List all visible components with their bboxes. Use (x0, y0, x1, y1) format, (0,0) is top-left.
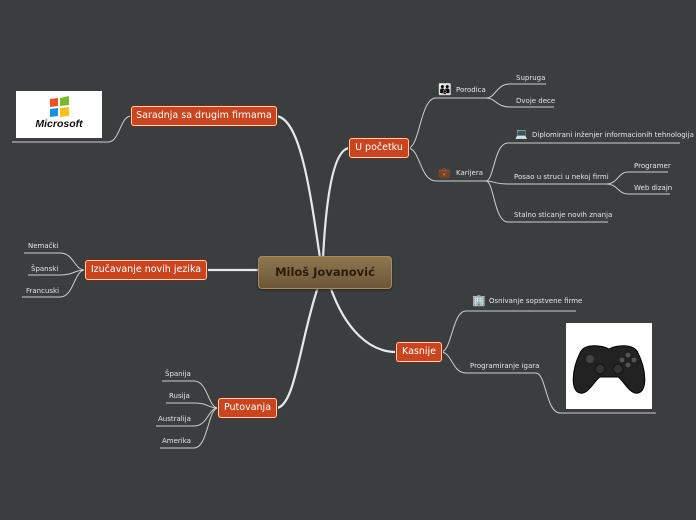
central-topic[interactable]: Miloš Jovanović (258, 256, 392, 289)
microsoft-logo-text: Microsoft (35, 118, 83, 130)
node-programiranje-igara[interactable]: Programiranje igara (470, 362, 540, 370)
gamepad-icon (572, 345, 646, 394)
node-supruga[interactable]: Supruga (516, 74, 546, 82)
node-osnivanje-firme[interactable]: Osnivanje sopstvene firme (489, 297, 583, 305)
family-icon: 👪 (438, 83, 452, 96)
laptop-icon: 💻 (515, 129, 528, 140)
node-porodica[interactable]: Porodica (456, 86, 486, 94)
node-nemacki[interactable]: Nemački (28, 242, 59, 250)
node-diplomirani[interactable]: Diplomirani inženjer informacionih tehno… (532, 131, 694, 139)
node-web-dizajn[interactable]: Web dizajn (634, 184, 673, 192)
topic-saradnja[interactable]: Saradnja sa drugim firmama (131, 106, 277, 126)
building-icon: 🏢 (472, 294, 486, 307)
topic-putovanja[interactable]: Putovanja (218, 398, 277, 418)
node-rusija[interactable]: Rusija (169, 392, 190, 400)
microsoft-logo: Microsoft (16, 91, 102, 138)
node-programer[interactable]: Programer (634, 162, 671, 170)
node-australija[interactable]: Australija (158, 415, 191, 423)
node-spanija[interactable]: Španija (165, 370, 191, 378)
node-posao-u-struci[interactable]: Posao u struci u nekoj firmi (514, 173, 609, 181)
node-francuski[interactable]: Francuski (26, 287, 60, 295)
node-spanski[interactable]: Španski (31, 265, 59, 273)
node-karijera[interactable]: Karijera (456, 169, 483, 177)
node-stalno-sticanje[interactable]: Stalno sticanje novih znanja (514, 211, 613, 219)
gamepad-image (566, 323, 652, 409)
topic-kasnije[interactable]: Kasnije (396, 342, 442, 362)
windows-flag-icon (50, 96, 69, 117)
topic-jezici[interactable]: Izučavanje novih jezika (85, 260, 207, 280)
node-dvoje-dece[interactable]: Dvoje dece (516, 97, 556, 105)
briefcase-icon: 💼 (438, 168, 451, 179)
topic-u-pocetku[interactable]: U početku (349, 138, 409, 158)
node-amerika[interactable]: Amerika (162, 437, 191, 445)
